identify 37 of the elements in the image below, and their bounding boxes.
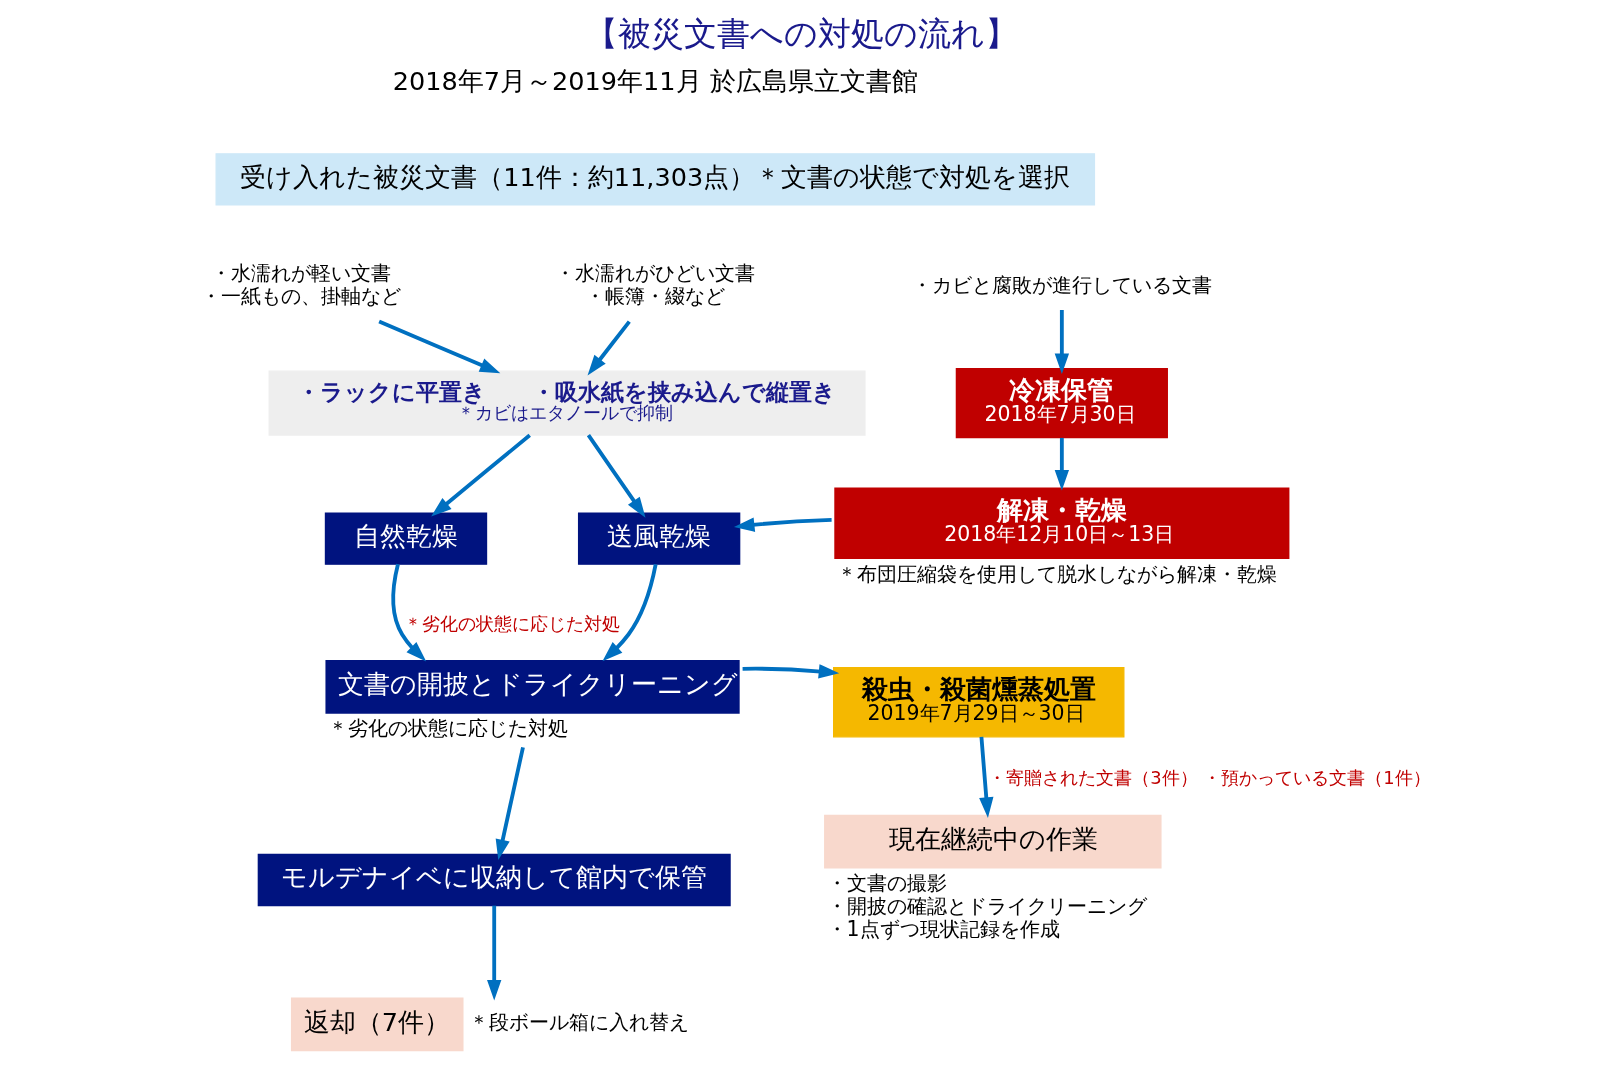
node-box: 返却（7件） [290,997,463,1052]
edge-label: ・寄贈された文書（3件） ・預かっている文書（1件） [987,767,1431,789]
arrow [978,736,993,818]
node-box: 殺虫・殺菌燻蒸処置 2019年7月29日～30日 [832,667,1124,738]
node-box: 送風乾燥 [577,512,740,565]
arrow [495,746,525,861]
edge-label: ＊劣化の状態に応じた対処 [403,612,620,634]
node-label: ＊劣化の状態に応じた対処 [327,716,568,741]
arrow [1054,437,1069,491]
node-label: ＊段ボール箱に入れ替え [468,1010,689,1035]
node-box: 受け入れた被災文書（11件：約11,303点）＊文書の状態で対処を選択 [215,153,1095,206]
arrow [742,664,839,679]
node-label: ・文書の撮影 [826,870,947,895]
label: 2018年7月～2019年11月 於広島県立文書館 [392,65,918,96]
node-label: ＊布団圧縮袋を使用して脱水しながら解凍・乾燥 [836,561,1277,586]
node-label: ・開披の確認とドライクリーニング [826,893,1147,918]
node-box: ・ラックに平置き ・吸水紙を挟み込んで縦置き ＊カビはエタノールで抑制 [268,370,866,436]
node-box: 文書の開披とドライクリーニング [324,660,740,714]
node-text: ・カビと腐敗が進行している文書 [911,272,1212,297]
arrow [586,434,645,518]
arrow [430,433,531,517]
arrow [390,563,426,662]
node-box: 現在継続中の作業 [823,814,1162,869]
node-box: 解凍・乾燥 2018年12月10日～13日 [833,487,1289,560]
diagram-title: 【被災文書への対処の流れ】 [585,13,1018,53]
arrow [733,517,832,532]
arrow [587,320,631,376]
node-box: 自然乾燥 [324,512,487,565]
node-box: モルデナイベに収納して館内で保管 [257,853,731,907]
node-box: 冷凍保管 2018年7月30日 [955,367,1168,439]
arrow [601,564,658,662]
arrow [1054,309,1069,375]
arrow [486,905,501,1001]
arrow [377,319,500,374]
node-label: ・1点ずつ現状記録を作成 [826,916,1060,941]
node-text: ・水濡れが軽い文書 ・一紙もの、掛軸など [200,261,401,309]
node-text: ・水濡れがひどい文書 ・帳簿・綴など [554,261,755,309]
